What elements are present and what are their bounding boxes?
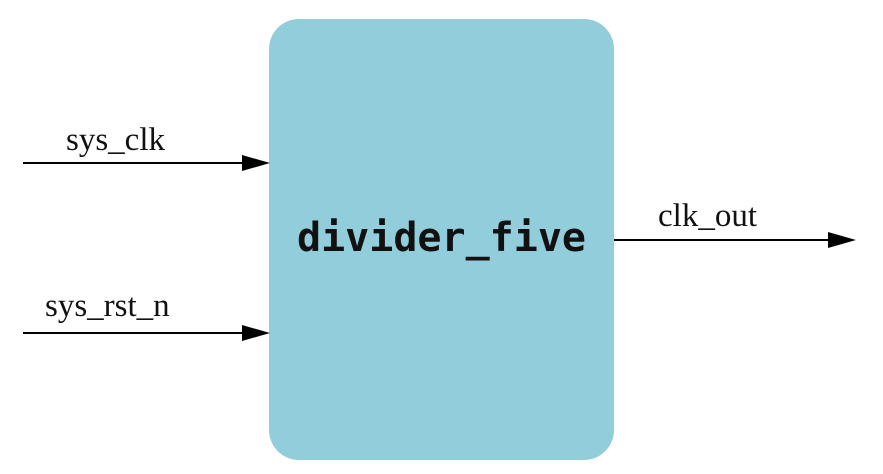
- output-arrowhead-clk-out: [828, 232, 856, 248]
- input-wire-sys-clk: [23, 155, 270, 171]
- output-wire-clk-out: [614, 232, 856, 248]
- input-arrowhead-sys-rst-n: [242, 325, 270, 341]
- output-label-clk-out: clk_out: [658, 198, 757, 234]
- input-label-sys-clk: sys_clk: [66, 122, 165, 158]
- module-name-label: divider_five: [297, 215, 586, 261]
- input-label-sys-rst-n: sys_rst_n: [45, 288, 170, 324]
- input-wire-sys-rst-n: [23, 325, 270, 341]
- module-box: [269, 19, 614, 460]
- input-arrowhead-sys-clk: [242, 155, 270, 171]
